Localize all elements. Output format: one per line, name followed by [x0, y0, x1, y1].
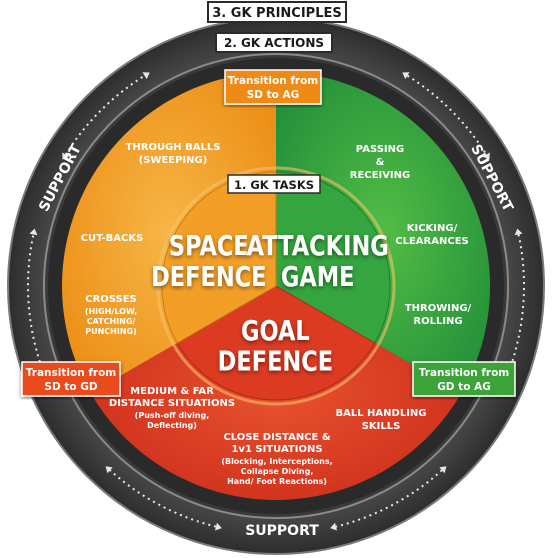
action-passing-receiving: PASSING & RECEIVING [350, 144, 410, 181]
through-balls-line-1: THROUGH BALLS [126, 142, 221, 153]
kicking-line-1: KICKING/ [407, 223, 458, 234]
attacking-game-line-2: GAME [281, 261, 355, 293]
space-defence-label: SPACE DEFENCE [151, 230, 266, 293]
transition-right-line-2: GD to AG [437, 381, 491, 393]
kicking-line-2: CLEARANCES [395, 236, 468, 247]
attacking-game-line-1: ATTACKING [247, 230, 389, 262]
support-arrows [27, 72, 525, 531]
space-defence-line-1: SPACE [169, 230, 249, 262]
support-arrow-top-left-head [142, 72, 150, 80]
medium-far-sub-2: Deflecting) [147, 421, 197, 430]
action-cut-backs: CUT-BACKS [81, 233, 144, 244]
action-throwing-rolling: THROWING/ ROLLING [405, 303, 472, 327]
transition-top-line-2: SD to AG [247, 89, 300, 101]
goal-defence-label: GOAL DEFENCE [218, 315, 333, 378]
action-ball-handling: BALL HANDLING SKILLS [335, 408, 426, 432]
crosses-sub-3: PUNCHING) [85, 327, 137, 336]
crosses-title: CROSSES [85, 294, 137, 305]
support-arrow-top-left-head [62, 152, 70, 160]
transition-top-box: Transition from SD to AG [224, 69, 322, 105]
attacking-game-label: ATTACKING GAME [247, 230, 389, 293]
space-defence-line-2: DEFENCE [151, 261, 266, 293]
support-arrow-bottom-right [335, 469, 443, 528]
actions-title: 2. GK ACTIONS [224, 36, 324, 50]
close-sub-3: Hand/ Foot Reactions) [227, 477, 327, 486]
tasks-title-box: 1. GK TASKS [227, 174, 321, 194]
goal-defence-line-2: DEFENCE [218, 346, 333, 378]
support-arrow-top-right [406, 74, 488, 156]
transition-right-box: Transition from GD to AG [412, 361, 516, 397]
support-arrow-right [505, 234, 525, 380]
support-arrow-top-right-head [482, 152, 490, 160]
action-through-balls: THROUGH BALLS (SWEEPING) [126, 142, 221, 166]
tasks-ring-outline [156, 166, 396, 406]
medium-far-line-2: DISTANCE SITUATIONS [109, 398, 235, 409]
support-arrow-top-right-head [402, 72, 410, 80]
support-arrow-bottom-right-head [439, 466, 447, 474]
support-label-bottom: SUPPORT [245, 523, 319, 539]
actions-title-box: 2. GK ACTIONS [215, 32, 333, 53]
support-arrow-bottom-right-head [330, 522, 337, 531]
principles-title-box: 3. GK PRINCIPLES [207, 1, 347, 23]
throwing-line-2: ROLLING [413, 316, 462, 327]
passing-line-2: & [376, 157, 385, 168]
ball-handling-line-1: BALL HANDLING [335, 408, 426, 419]
support-arrow-left-head [29, 228, 38, 236]
tasks-title: 1. GK TASKS [234, 178, 314, 192]
medium-far-line-1: MEDIUM & FAR [130, 386, 214, 397]
close-line-1: CLOSE DISTANCE & [223, 432, 330, 443]
transition-right-line-1: Transition from [419, 367, 510, 379]
action-medium-far: MEDIUM & FAR DISTANCE SITUATIONS (Push-o… [109, 386, 235, 430]
through-balls-line-2: (SWEEPING) [139, 155, 208, 166]
transition-left-box: Transition from SD to GD [21, 361, 121, 397]
action-close-distance: CLOSE DISTANCE & 1v1 SITUATIONS (Blockin… [221, 432, 332, 486]
medium-far-sub-1: (Push-off diving, [135, 411, 210, 420]
transition-top-line-1: Transition from [228, 75, 319, 87]
close-sub-2: Collapse Diving, [241, 467, 314, 476]
support-arrow-top-left [64, 74, 146, 156]
throwing-line-1: THROWING/ [405, 303, 472, 314]
close-sub-1: (Blocking, Interceptions, [221, 457, 332, 466]
crosses-sub-1: (HIGH/LOW, [85, 307, 137, 316]
support-arrow-bottom-left-head [105, 466, 113, 474]
support-arrow-right-head [514, 228, 523, 236]
passing-line-1: PASSING [356, 144, 404, 155]
passing-line-3: RECEIVING [350, 170, 410, 181]
support-arrow-bottom-left-head [215, 522, 222, 531]
transition-left-line-1: Transition from [26, 367, 117, 379]
transition-left-line-2: SD to GD [44, 381, 97, 393]
support-arrow-bottom-left [109, 469, 217, 528]
tasks-sectors [161, 171, 391, 401]
action-kicking-clearances: KICKING/ CLEARANCES [395, 223, 468, 247]
crosses-sub-2: CATCHING/ [87, 317, 136, 326]
tasks-sector-goal-defence [176, 285, 376, 401]
ball-handling-line-2: SKILLS [362, 421, 401, 432]
goal-defence-line-1: GOAL [241, 315, 310, 347]
support-arrow-left [27, 234, 47, 380]
close-line-2: 1v1 SITUATIONS [231, 444, 322, 455]
action-crosses: CROSSES (HIGH/LOW, CATCHING/ PUNCHING) [85, 294, 137, 336]
principles-title: 3. GK PRINCIPLES [212, 6, 341, 21]
